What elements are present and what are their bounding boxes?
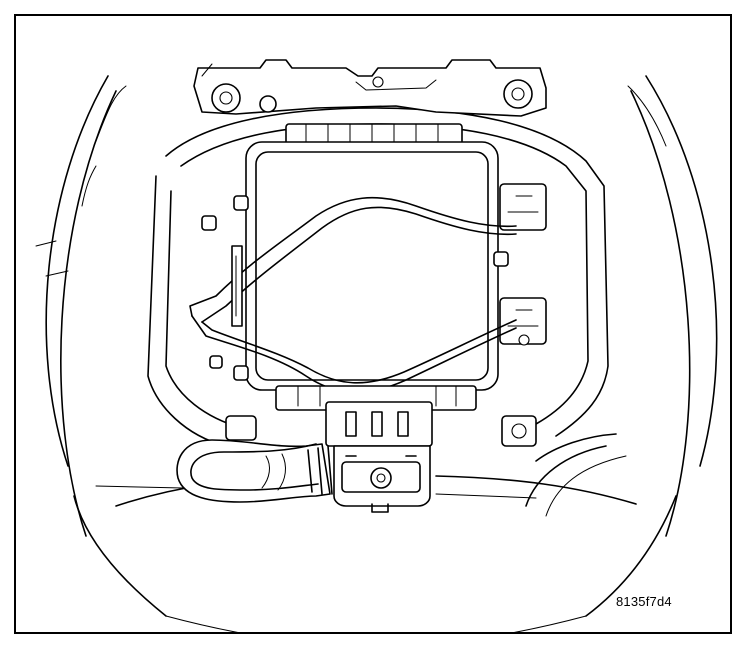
- figure-code: 8135f7d4: [616, 594, 672, 609]
- airbag-module-line-drawing: [35, 59, 718, 632]
- electrical-connector: [325, 401, 433, 513]
- right-mounting-clips: [499, 183, 547, 346]
- steering-wheel-rim: [35, 75, 718, 632]
- mounting-bracket: [193, 59, 547, 117]
- diagram-frame: 8135f7d4: [14, 14, 732, 634]
- wire-loom: [176, 439, 333, 503]
- left-terminal-clip: [231, 245, 243, 327]
- wiring-harness: [189, 196, 517, 394]
